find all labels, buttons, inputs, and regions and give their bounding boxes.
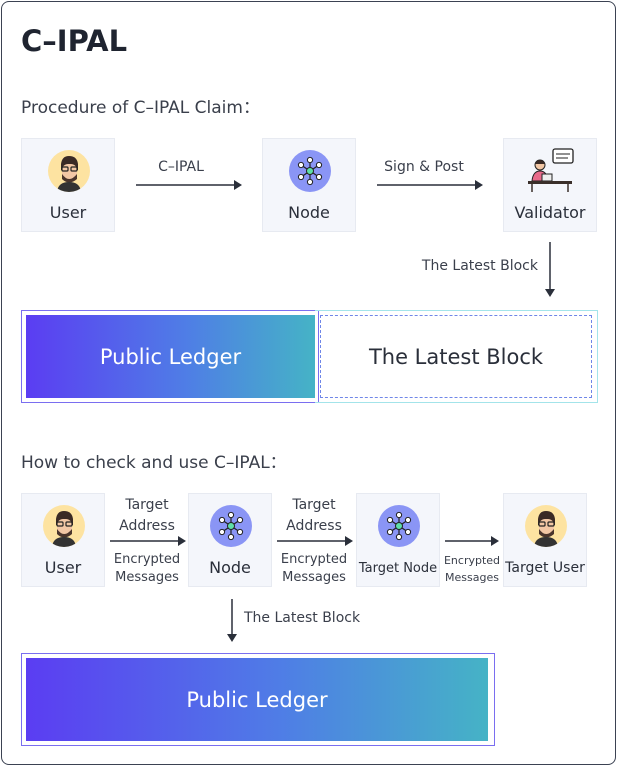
target-node-box: Target Node (356, 493, 440, 587)
arrow-node-to-ledger-2 (227, 599, 237, 642)
node-box-2: Node (188, 493, 272, 587)
arrow-b-top-label: Target Address (286, 497, 342, 534)
arrow-node-to-validator (377, 180, 483, 190)
arrow-user-to-node (136, 180, 242, 190)
arrow-node-to-target-node (277, 536, 353, 546)
ledger-frame (21, 310, 319, 403)
arrow-validator-to-ledger (545, 242, 555, 297)
target-user-label: Target User (505, 560, 585, 576)
user-avatar-icon (48, 150, 90, 192)
network-node-icon (210, 505, 252, 547)
validator-label: Validator (514, 203, 586, 222)
arrow-a-bottom-label: Encrypted Messages (113, 552, 181, 585)
user-avatar-icon (525, 505, 567, 547)
target-node-label: Target Node (358, 561, 438, 576)
arrow-a-top-label: Target Address (119, 497, 175, 534)
section-heading-check: How to check and use C–IPAL： (21, 453, 287, 473)
down-arrow-label-latest: The Latest Block (421, 258, 538, 274)
latest-block: The Latest Block (320, 315, 592, 398)
public-ledger-block-2: Public Ledger (26, 658, 488, 741)
public-ledger-block: Public Ledger (26, 315, 315, 398)
validator-box: Validator (503, 138, 597, 232)
user-label-2: User (44, 558, 82, 577)
node-box: Node (262, 138, 356, 232)
network-node-icon (378, 505, 420, 547)
user-avatar-icon (43, 505, 85, 547)
down-arrow-label-latest-2: The Latest Block (244, 610, 361, 626)
node-label: Node (288, 203, 330, 222)
arrow-label-sign-post: Sign & Post (384, 159, 464, 175)
validator-desk-icon (526, 147, 576, 193)
arrow-b-bottom-label: Encrypted Messages (280, 552, 348, 585)
ledger-frame-2 (21, 653, 495, 746)
user-label: User (49, 203, 87, 222)
target-user-box: Target User (503, 493, 587, 587)
user-box: User (21, 138, 115, 232)
arrow-user-to-node-2 (110, 536, 186, 546)
arrow-label-cipal: C–IPAL (158, 159, 204, 175)
network-node-icon (289, 150, 331, 192)
latest-frame (315, 310, 598, 403)
arrow-target-node-to-target-user (445, 536, 499, 546)
diagram-title: C–IPAL (21, 24, 128, 58)
node-label-2: Node (209, 558, 251, 577)
arrow-c-bottom-label: Encrypted Messages (443, 554, 501, 584)
user-box-2: User (21, 493, 105, 587)
section-heading-claim: Procedure of C–IPAL Claim： (21, 98, 260, 118)
